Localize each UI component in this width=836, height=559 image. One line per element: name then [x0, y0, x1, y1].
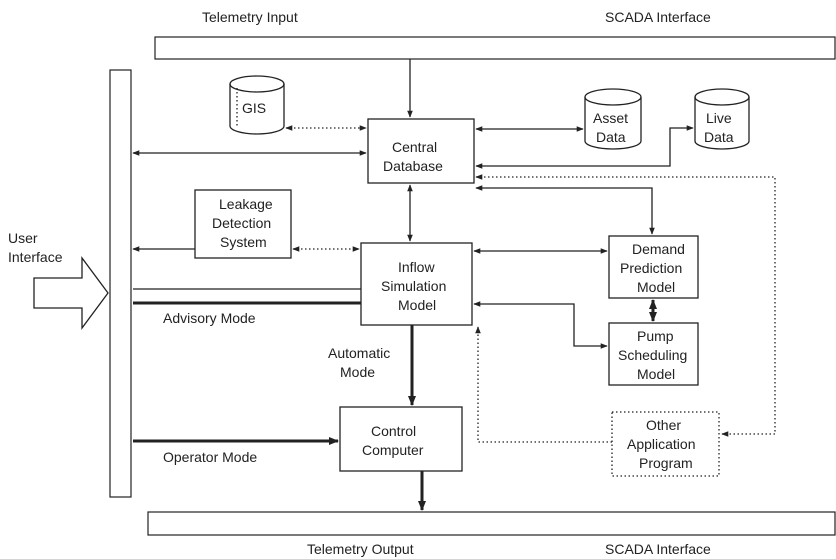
inflow-pump-connector	[473, 301, 608, 349]
automatic-mode-label-line2: Mode	[340, 364, 375, 380]
demand-prediction-line2: Prediction	[620, 260, 682, 276]
inflow-simulation-line1: Inflow	[398, 259, 435, 275]
leakage-detection-line1: Leakage	[219, 196, 273, 212]
demand-prediction-line1: Demand	[632, 241, 685, 257]
gis-label: GIS	[242, 100, 266, 116]
demand-prediction-box: Demand Prediction Model	[608, 235, 699, 299]
other-application-inflow-connector	[475, 326, 612, 443]
demand-prediction-line3: Model	[637, 279, 675, 295]
control-computer-box: Control Computer	[339, 406, 463, 472]
central-database-line2: Database	[383, 158, 443, 174]
automatic-mode-label-line1: Automatic	[328, 345, 390, 361]
control-computer-line1: Control	[371, 423, 416, 439]
pump-scheduling-line3: Model	[637, 366, 675, 382]
pump-scheduling-line2: Scheduling	[618, 347, 687, 363]
central-database-line1: Central	[392, 139, 437, 155]
telemetry-output-label: Telemetry Output	[307, 541, 414, 557]
asset-data-label-line2: Data	[596, 129, 626, 145]
inflow-simulation-box: Inflow Simulation Model	[360, 242, 473, 326]
asset-data-database: Asset Data	[584, 88, 642, 150]
other-application-line1: Other	[646, 417, 681, 433]
inflow-simulation-line3: Model	[398, 297, 436, 313]
telemetry-input-label: Telemetry Input	[202, 9, 298, 25]
advisory-mode-label: Advisory Mode	[163, 310, 256, 326]
live-data-label-line2: Data	[704, 129, 734, 145]
live-data-connector	[475, 125, 694, 169]
leakage-detection-line3: System	[220, 234, 267, 250]
user-input-arrow-icon	[33, 256, 109, 330]
gis-database: GIS	[229, 75, 285, 135]
live-data-database: Live Data	[694, 88, 750, 150]
telemetry-output-bar	[147, 511, 836, 536]
operator-mode-label: Operator Mode	[163, 449, 257, 465]
other-application-line3: Program	[639, 455, 693, 471]
leakage-detection-box: Leakage Detection System	[194, 189, 292, 259]
control-computer-line2: Computer	[362, 442, 424, 458]
other-application-line2: Application	[627, 436, 696, 452]
pump-scheduling-box: Pump Scheduling Model	[608, 322, 699, 386]
pump-scheduling-line1: Pump	[637, 328, 674, 344]
asset-data-label-line1: Asset	[593, 110, 628, 126]
user-interface-label-line2: Interface	[8, 249, 63, 265]
scada-interface-bottom-label: SCADA Interface	[605, 541, 711, 557]
scada-interface-top-label: SCADA Interface	[605, 9, 711, 25]
other-application-loop-connector	[475, 174, 776, 437]
telemetry-input-bar	[154, 36, 836, 60]
live-data-label-line1: Live	[706, 110, 732, 126]
demand-central-connector	[475, 185, 655, 235]
user-interface-label-line1: User	[8, 230, 38, 246]
other-application-box: Other Application Program	[611, 411, 720, 477]
user-interface-bar	[109, 69, 132, 498]
central-database-box: Central Database	[367, 118, 475, 184]
inflow-simulation-line2: Simulation	[381, 278, 446, 294]
leakage-detection-line2: Detection	[212, 215, 271, 231]
